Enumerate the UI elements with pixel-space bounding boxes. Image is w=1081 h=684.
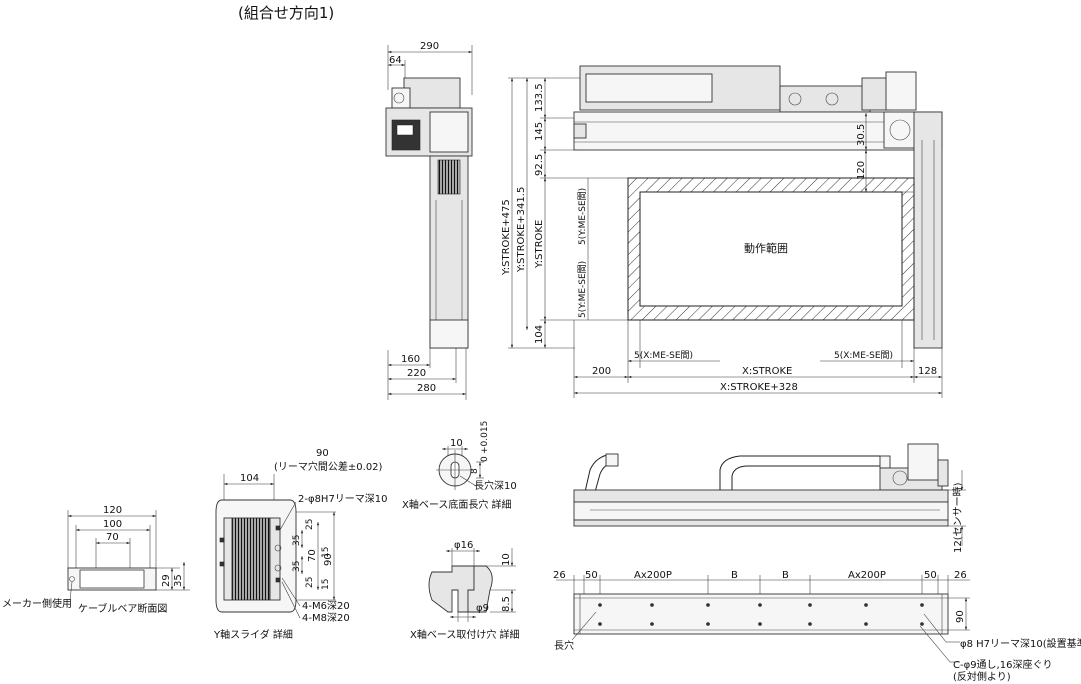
dim-280: 280 — [417, 383, 436, 394]
y-slider-caption: Y軸スライダ 詳細 — [213, 628, 293, 641]
ys-dim-25a: 25 — [305, 519, 315, 530]
ys-ream-callout: 2-φ8H7リーマ深10 — [298, 493, 388, 505]
bv-slot-callout: 長穴 — [554, 639, 574, 652]
dim-133: 133.5 — [534, 83, 545, 112]
cb-dim-100: 100 — [103, 519, 122, 530]
maker-side-label: メーカー側使用 — [2, 597, 72, 610]
mh-dim-10: 10 — [501, 553, 512, 566]
cable-bearer-caption: ケーブルベア断面図 — [78, 602, 167, 615]
cb-dim-35: 35 — [173, 574, 184, 587]
bv-cbore-callout-1: C-φ9通し,16深座ぐり — [953, 658, 1052, 671]
bv-dim-50a: 50 — [585, 570, 598, 581]
slot-callout: 長穴深10 — [474, 479, 517, 492]
dim-x-me-1: 5(X:ME-SE間) — [634, 350, 693, 361]
dim-92: 92.5 — [534, 154, 545, 176]
dim-y-me-1: 5(Y:ME-SE間) — [577, 188, 588, 245]
slot-detail: 10 8 +0.015 0 長穴深10 X軸ベース底面長穴 詳細 — [402, 421, 517, 511]
dim-y-total: Y:STROKE+475 — [501, 199, 512, 276]
front-view: 12(センサー時) — [573, 443, 966, 553]
cb-dim-120: 120 — [103, 505, 122, 516]
drawing-title: (組合せ方向1) — [238, 4, 334, 22]
ys-dim-104: 104 — [240, 473, 259, 484]
dim-220: 220 — [407, 368, 426, 379]
dim-30: 30.5 — [856, 124, 867, 146]
ys-m6-callout: 4-M6深20 — [302, 600, 350, 612]
ys-dim-90v: 90 — [323, 553, 334, 566]
bv-dim-26b: 26 — [954, 570, 967, 581]
ys-dim-25b: 25 — [305, 577, 315, 588]
dim-y-stroke: Y:STROKE — [534, 220, 545, 269]
bv-dim-b1: B — [731, 570, 738, 581]
bv-cbore-callout-2: (反対側より) — [953, 670, 1011, 683]
bv-dim-90: 90 — [955, 610, 966, 623]
dim-104: 104 — [534, 325, 545, 344]
slot-dim-8: 8 — [470, 468, 480, 474]
dim-200: 200 — [592, 366, 611, 377]
slot-tol0: 0 — [480, 456, 490, 462]
mount-hole-detail: φ16 10 8.5 φ9 X軸ベース取付け穴 詳細 — [410, 540, 520, 641]
mh-dim-phi9: φ9 — [476, 603, 489, 614]
cable-bearer-section: 120 100 70 29 35 メーカー側使用 ケーブルベア断面図 — [2, 505, 190, 615]
ys-dim-15a: 15 — [321, 547, 331, 558]
bottom-holes — [598, 603, 924, 626]
dim-145: 145 — [534, 122, 545, 141]
ys-dim-35a: 35 — [292, 535, 302, 546]
dim-64: 64 — [389, 55, 402, 66]
dim-160: 160 — [401, 354, 420, 365]
top-view: Y:STROKE+475 Y:STROKE+341.5 Y:STROKE 133… — [501, 65, 943, 398]
mh-dim-85: 8.5 — [501, 596, 512, 612]
ys-m8-callout: 4-M8深20 — [302, 612, 350, 624]
bottom-view: 26 50 Ax200P B B Ax200P 50 26 90 長穴 — [553, 570, 1081, 683]
side-view: 290 64 160 220 280 — [385, 41, 473, 400]
dim-y-me-2: 5(Y:ME-SE間) — [577, 261, 588, 318]
slot-dim-10: 10 — [450, 438, 463, 449]
y-slider-detail: 90 (リーマ穴間公差±0.02) 104 90 70 35 35 25 25 … — [213, 448, 388, 641]
cb-dim-70: 70 — [106, 532, 119, 543]
bv-dim-26a: 26 — [553, 570, 566, 581]
ys-dim-15b: 15 — [321, 579, 331, 590]
motion-range-label: 動作範囲 — [744, 241, 788, 255]
bv-dim-b2: B — [782, 570, 789, 581]
mount-detail-caption: X軸ベース取付け穴 詳細 — [410, 628, 520, 641]
bv-dim-ax1: Ax200P — [634, 570, 672, 581]
bv-dim-ax2: Ax200P — [848, 570, 886, 581]
mh-dim-phi16: φ16 — [454, 540, 473, 551]
dim-y-341: Y:STROKE+341.5 — [516, 187, 527, 273]
cb-dim-29: 29 — [161, 574, 172, 587]
ys-dim-70: 70 — [307, 549, 318, 562]
bv-dim-50b: 50 — [924, 570, 937, 581]
dim-120: 120 — [856, 161, 867, 180]
dim-x-me-2: 5(X:ME-SE間) — [834, 350, 893, 361]
dim-290: 290 — [420, 41, 439, 52]
ys-tolerance: (リーマ穴間公差±0.02) — [274, 460, 383, 473]
slot-tol: +0.015 — [480, 421, 490, 454]
ys-dim-35b: 35 — [292, 561, 302, 572]
bv-ream-callout: φ8 H7リーマ深10(設置基準) — [960, 637, 1081, 650]
dim-128: 128 — [918, 366, 937, 377]
ys-dim-90: 90 — [316, 448, 329, 459]
slot-detail-caption: X軸ベース底面長穴 詳細 — [402, 498, 512, 511]
dim-x-stroke: X:STROKE — [742, 366, 792, 377]
sensor-dim: 12(センサー時) — [952, 482, 964, 553]
dim-x-total: X:STROKE+328 — [720, 382, 798, 393]
